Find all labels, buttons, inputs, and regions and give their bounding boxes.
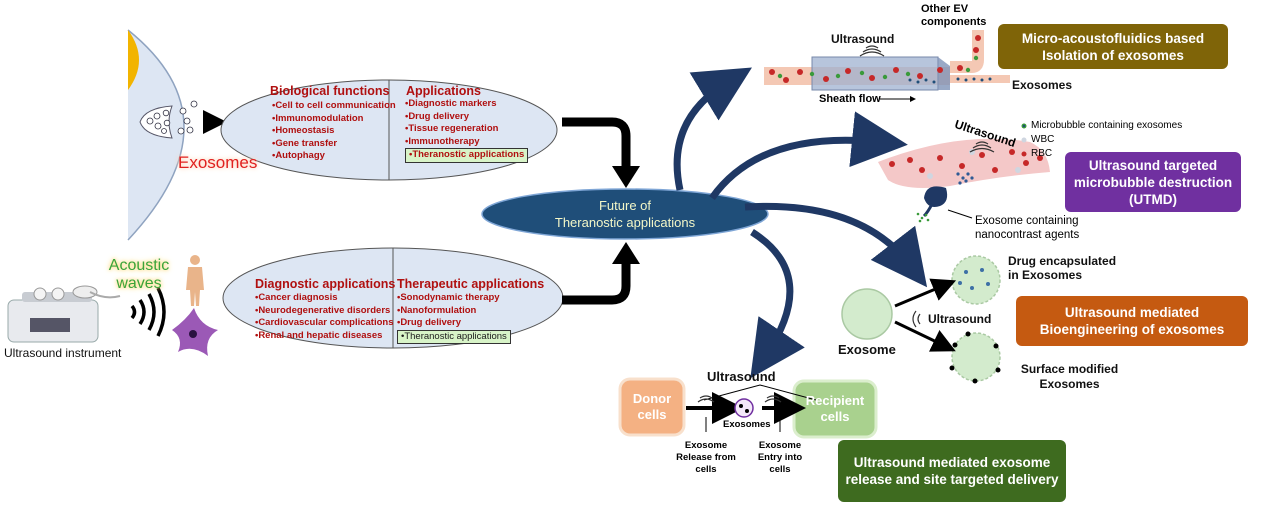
list-item: •Diagnostic markers [405, 98, 497, 109]
exosomes-label: Exosomes [178, 153, 258, 172]
applications-title: Applications [406, 84, 482, 98]
delivery-box: Ultrasound mediated exosome release and … [838, 440, 1066, 502]
central-ellipse [481, 188, 769, 240]
utmd-illustration [878, 123, 1050, 223]
bioengineering-illustration [841, 255, 1001, 384]
human-body-icon [186, 255, 204, 306]
central-line-2: Theranostic applications [554, 215, 696, 230]
bottom-black-arrow [562, 262, 631, 305]
sound-waves-icon [130, 287, 166, 337]
drug-encapsulated-label: Drug encapsulated in Exosomes [1008, 254, 1117, 282]
theranostic-highlight: •Theranostic applications [397, 329, 511, 344]
legend-microbubble: Microbubble containing exosomes [1031, 120, 1183, 131]
list-item: •Sonodynamic therapy [397, 292, 500, 303]
list-item: •Nanoformulation [397, 304, 477, 316]
acoustofluidics-box: Micro-acoustofluidics based Isolation of… [998, 24, 1228, 69]
top-black-arrow [562, 117, 631, 168]
panel1-exosomes-label: Exosomes [1012, 78, 1073, 92]
panel4-exosomes-label: Exosomes [723, 419, 771, 430]
central-title: Future of Theranostic applications [482, 197, 768, 231]
panel4-ultrasound-label: Ultrasound [707, 369, 776, 384]
list-item: •Neurodegenerative disorders [255, 304, 391, 316]
list-item: •Renal and hepatic diseases [255, 329, 383, 341]
therapeutic-title: Therapeutic applications [397, 277, 545, 291]
utmd-caption: Exosome containing nanocontrast agents [975, 215, 1080, 241]
panel1-ultrasound-label: Ultrasound [831, 32, 895, 46]
list-item: •Cell to cell communication [272, 100, 396, 111]
list-item: •Drug delivery [405, 110, 470, 122]
central-line-1: Future of [598, 198, 652, 213]
bioengineering-box: Ultrasound mediated Bioengineering of ex… [1016, 296, 1248, 346]
theranostic-highlight: •Theranostic applications [405, 148, 529, 163]
applications-list: •Diagnostic markers •Drug delivery •Tiss… [405, 98, 529, 163]
list-item: •Cardiovascular complications [255, 317, 394, 328]
cell-illustration [127, 29, 227, 241]
ultrasound-instrument-icon [7, 285, 121, 343]
acoustofluidics-illustration [764, 30, 1010, 102]
entry-label: Exosome Entry into cells [757, 440, 803, 475]
list-item: •Autophagy [272, 150, 325, 161]
list-item: •Immunotherapy [405, 135, 480, 147]
release-label: Exosome Release from cells [676, 440, 736, 475]
ultrasound-instrument-label: Ultrasound instrument [4, 346, 122, 360]
legend-rbc: RBC [1031, 148, 1053, 159]
surface-modified-label: Surface modified Exosomes [1020, 362, 1119, 391]
bio-functions-list: •Cell to cell communication •Immunomodul… [272, 100, 396, 163]
diagnostic-list: •Cancer diagnosis •Neurodegenerative dis… [255, 292, 393, 342]
therapeutic-list: •Sonodynamic therapy •Nanoformulation •D… [397, 292, 511, 344]
list-item: •Homeostasis [272, 125, 335, 136]
diagnostic-title: Diagnostic applications [255, 277, 396, 291]
list-item: •Drug delivery [397, 317, 462, 328]
utmd-box: Ultrasound targeted microbubble destruct… [1065, 152, 1241, 212]
donor-cells-label: Donor cells [632, 391, 672, 422]
sheath-flow-label: Sheath flow [819, 93, 881, 105]
delivery-illustration [618, 377, 878, 439]
list-item: •Cancer diagnosis [255, 292, 338, 303]
list-item: •Gene transfer [272, 137, 338, 149]
bio-functions-title: Biological functions [270, 84, 390, 98]
panel3-ultrasound-label: Ultrasound [928, 312, 992, 326]
other-ev-label: Other EV components [921, 3, 987, 28]
list-item: •Tissue regeneration [405, 123, 499, 134]
list-item: •Immunomodulation [272, 112, 364, 124]
legend-wbc: WBC [1031, 134, 1055, 145]
curved-arrows [673, 67, 928, 379]
exosome-label: Exosome [838, 342, 896, 357]
acoustic-waves-label: Acoustic waves [108, 257, 170, 292]
recipient-cells-label: Recipient cells [805, 393, 865, 424]
